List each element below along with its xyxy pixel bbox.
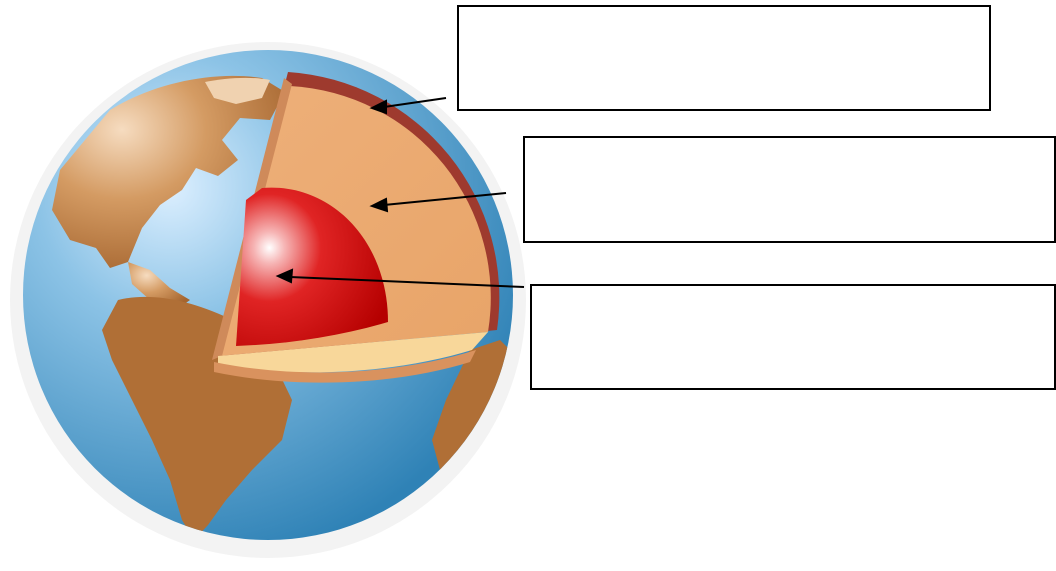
core-label-box[interactable] (530, 284, 1056, 390)
floor-rim (214, 350, 476, 383)
pointer-arrows (275, 97, 525, 288)
crust-arrow (383, 97, 447, 108)
core-layer (236, 187, 388, 346)
core-arrowhead (275, 268, 294, 284)
crust-label-box[interactable] (457, 5, 991, 111)
core-arrow (289, 276, 525, 288)
crust-arrowhead (369, 99, 387, 115)
mantle-arrowhead (369, 197, 389, 213)
greenland-landmass (205, 77, 270, 104)
central-america-landmass (128, 262, 190, 310)
mantle-arrow (383, 192, 507, 206)
mantle-label-box[interactable] (523, 136, 1056, 243)
north-america-landmass (52, 75, 285, 269)
core-floor (218, 332, 488, 373)
